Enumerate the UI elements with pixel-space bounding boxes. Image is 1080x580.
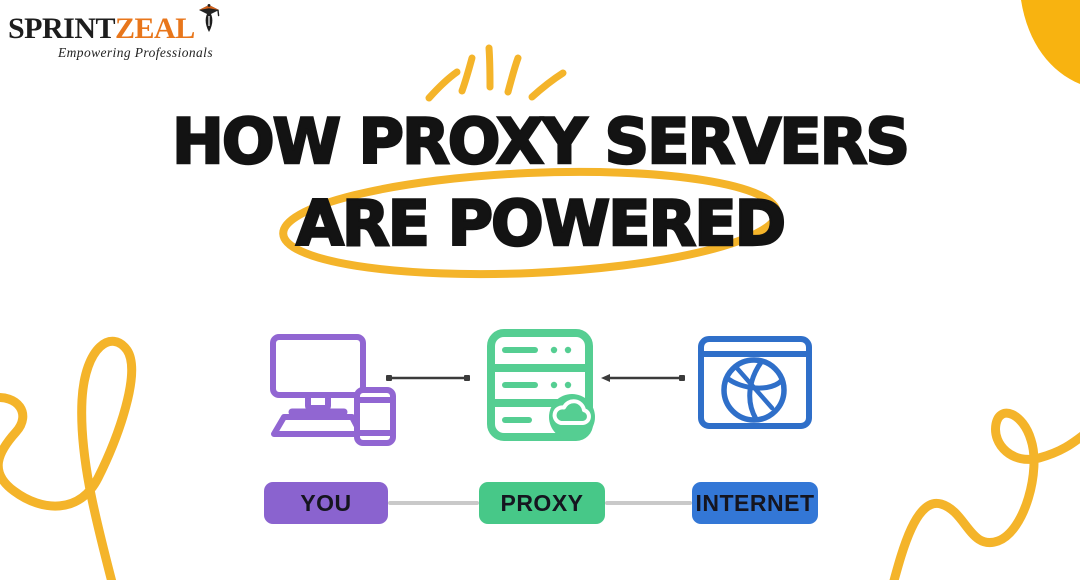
page-title: HOW PROXY SERVERS ARE POWERED	[0, 101, 1080, 265]
connector-arrow-left	[386, 375, 470, 381]
logo-text-zeal: ZEAL	[115, 12, 195, 45]
logo-tagline: Empowering Professionals	[58, 45, 213, 60]
title-line-2: ARE POWERED	[295, 186, 788, 261]
cloud-icon	[552, 399, 591, 425]
you-label-text: YOU	[300, 489, 352, 516]
label-link-left	[388, 501, 479, 505]
right-squiggle	[889, 408, 1080, 580]
title-highlight-ellipse	[279, 167, 781, 279]
left-squiggle	[0, 336, 137, 580]
logo-wordmark: SPRINTZEAL	[8, 4, 220, 46]
proxy-label-text: PROXY	[500, 489, 584, 516]
corner-petal-shape	[1021, 0, 1080, 84]
graduation-cap-icon	[198, 4, 220, 32]
logo-text-sprint: SPRINT	[8, 12, 116, 45]
browser-globe-icon	[698, 336, 812, 429]
internet-label-text: INTERNET	[695, 489, 815, 516]
you-label: YOU	[264, 482, 388, 524]
server-cloud-icon	[487, 329, 595, 441]
proxy-label: PROXY	[479, 482, 605, 524]
internet-label: INTERNET	[692, 482, 818, 524]
label-link-right	[605, 501, 692, 505]
sprintzeal-logo: SPRINTZEAL Empowering Professionals	[8, 4, 220, 61]
connector-arrow-right	[601, 374, 685, 382]
sunburst-icon	[425, 44, 567, 102]
title-line-1: HOW PROXY SERVERS	[171, 104, 911, 179]
computer-phone-icon	[270, 334, 396, 446]
